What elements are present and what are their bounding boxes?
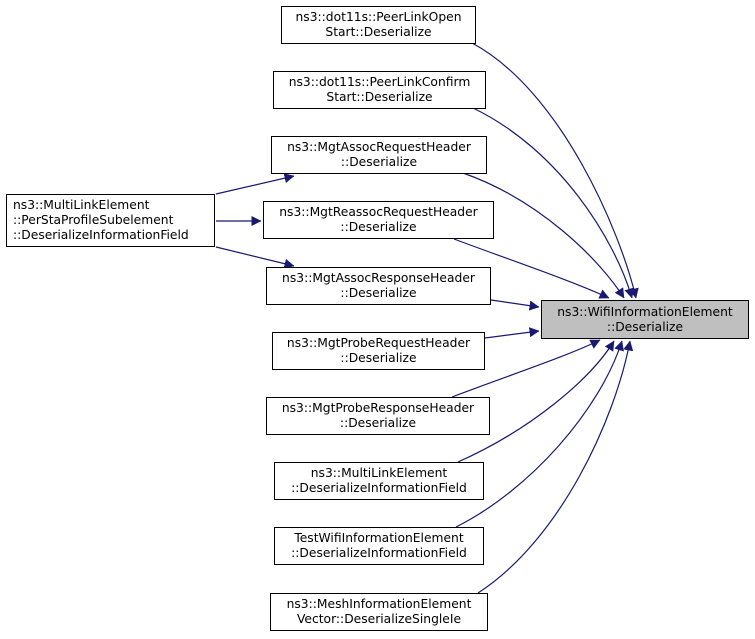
node-label-line: ::PerStaProfileSubelement xyxy=(13,213,174,227)
node-label-line: ::DeserializeInformationField xyxy=(13,228,189,242)
node-peer-link-open-start-deserialize[interactable]: ns3::dot11s::PeerLinkOpen Start::Deseria… xyxy=(281,6,476,44)
edge-reassoc_request-to-wifi_ie_deserialize xyxy=(453,238,610,299)
node-label-line: ns3::MgtAssocRequestHeader xyxy=(287,140,471,154)
node-label-line: ns3::MgtAssocResponseHeader xyxy=(282,271,475,285)
node-peer-link-confirm-start-deserialize[interactable]: ns3::dot11s::PeerLinkConfirm Start::Dese… xyxy=(273,71,486,109)
node-label-line: ns3::MgtProbeResponseHeader xyxy=(281,401,475,415)
node-label-line: TestWifiInformationElement xyxy=(294,531,464,545)
node-label-line: ::Deserialize xyxy=(339,416,417,430)
node-multilink-per-sta-profile-subelement-deserialize-information-field[interactable]: ns3::MultiLinkElement ::PerStaProfileSub… xyxy=(6,194,215,247)
node-label-line: ::DeserializeInformationField xyxy=(291,546,467,560)
edge-assoc_request-to-wifi_ie_deserialize xyxy=(462,172,625,299)
node-mgt-reassoc-request-header-deserialize[interactable]: ns3::MgtReassocRequestHeader ::Deseriali… xyxy=(263,201,494,239)
node-mesh-information-element-vector-deserialize-single-ie[interactable]: ns3::MeshInformationElement Vector::Dese… xyxy=(270,593,488,631)
node-label-line: ns3::dot11s::PeerLinkOpen xyxy=(295,10,462,24)
node-label-line: Start::Deserialize xyxy=(325,25,432,39)
node-label-line: ::Deserialize xyxy=(340,220,417,234)
node-label-line: ::Deserialize xyxy=(606,319,684,334)
node-label-line: ::Deserialize xyxy=(340,286,417,300)
edge-test_wifi_ie-to-wifi_ie_deserialize xyxy=(455,340,624,528)
node-label-line: ::DeserializeInformationField xyxy=(291,481,467,495)
node-label-line: ::Deserialize xyxy=(340,155,418,169)
edge-per_sta_profile-to-assoc_request xyxy=(215,173,295,195)
node-multilink-element-deserialize-information-field[interactable]: ns3::MultiLinkElement ::DeserializeInfor… xyxy=(274,462,484,500)
node-label-line: Vector::DeserializeSingleIe xyxy=(296,612,462,626)
node-label-line: ns3::WifiInformationElement xyxy=(557,304,733,319)
node-label-line: ns3::dot11s::PeerLinkConfirm xyxy=(288,75,471,89)
edge-probe_response-to-wifi_ie_deserialize xyxy=(451,339,601,398)
edge-peer_link_confirm-to-wifi_ie_deserialize xyxy=(472,107,635,299)
edge-per_sta_profile-to-assoc_response xyxy=(215,246,295,269)
node-label-line: ns3::MultiLinkElement xyxy=(13,198,150,212)
edge-assoc_response-to-wifi_ie_deserialize xyxy=(490,299,540,311)
node-mgt-probe-request-header-deserialize[interactable]: ns3::MgtProbeRequestHeader ::Deserialize xyxy=(272,332,485,370)
edge-peer_link_open-to-wifi_ie_deserialize xyxy=(471,42,639,299)
edge-mesh_ie_vector-to-wifi_ie_deserialize xyxy=(477,340,634,594)
node-mgt-probe-response-header-deserialize[interactable]: ns3::MgtProbeResponseHeader ::Deserializ… xyxy=(266,397,490,435)
node-mgt-assoc-response-header-deserialize[interactable]: ns3::MgtAssocResponseHeader ::Deserializ… xyxy=(266,267,491,305)
node-wifi-information-element-deserialize: ns3::WifiInformationElement ::Deserializ… xyxy=(541,300,749,339)
node-label-line: ns3::MgtReassocRequestHeader xyxy=(279,205,478,219)
node-label-line: ns3::MultiLinkElement xyxy=(310,466,448,480)
node-label-line: Start::Deserialize xyxy=(326,90,433,104)
edge-multilink_dif-to-wifi_ie_deserialize xyxy=(457,340,615,463)
node-label-line: ::Deserialize xyxy=(340,351,417,365)
node-label-line: ns3::MeshInformationElement xyxy=(286,597,472,611)
node-label-line: ns3::MgtProbeRequestHeader xyxy=(286,336,471,350)
edge-probe_request-to-wifi_ie_deserialize xyxy=(484,327,540,339)
node-test-wifi-information-element-deserialize-information-field[interactable]: TestWifiInformationElement ::Deserialize… xyxy=(274,527,484,565)
node-mgt-assoc-request-header-deserialize[interactable]: ns3::MgtAssocRequestHeader ::Deserialize xyxy=(271,136,487,174)
